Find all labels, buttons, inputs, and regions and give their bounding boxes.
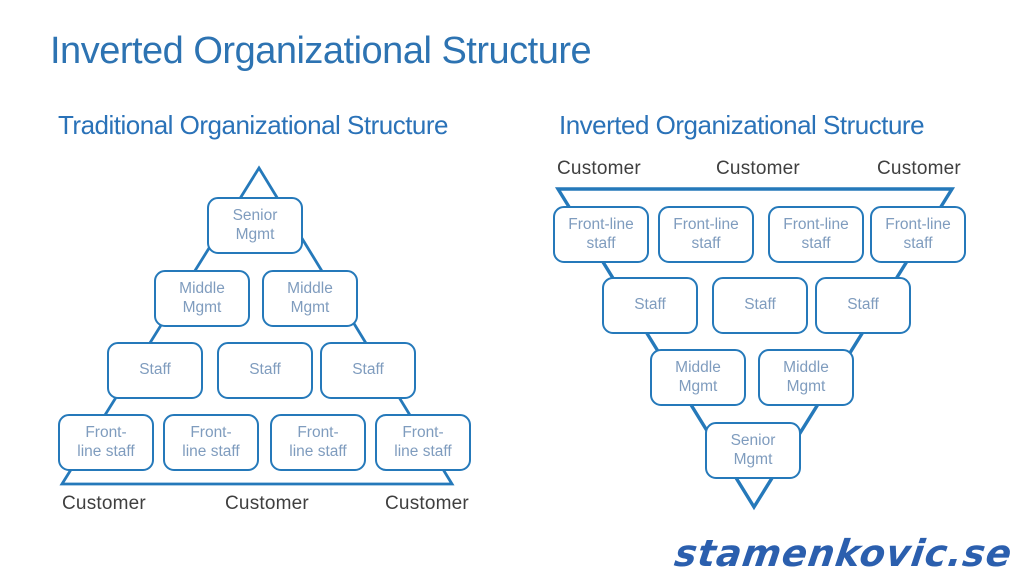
node-trad-frontline-4: Front- line staff — [375, 414, 471, 471]
trad-customer-label-2: Customer — [225, 493, 309, 514]
node-trad-staff-1: Staff — [107, 342, 203, 399]
node-inv-frontline-1: Front-line staff — [553, 206, 649, 263]
node-inv-frontline-4: Front-line staff — [870, 206, 966, 263]
node-inv-middle-mgmt-1: Middle Mgmt — [650, 349, 746, 406]
node-trad-middle-mgmt-2: Middle Mgmt — [262, 270, 358, 327]
node-trad-frontline-2: Front- line staff — [163, 414, 259, 471]
node-trad-staff-3: Staff — [320, 342, 416, 399]
node-trad-staff-2: Staff — [217, 342, 313, 399]
traditional-subtitle: Traditional Organizational Structure — [58, 110, 449, 140]
node-trad-frontline-1: Front- line staff — [58, 414, 154, 471]
page-title: Inverted Organizational Structure — [50, 30, 592, 72]
node-inv-frontline-2: Front-line staff — [658, 206, 754, 263]
inv-customer-label-1: Customer — [557, 158, 641, 179]
node-trad-middle-mgmt-1: Middle Mgmt — [154, 270, 250, 327]
inv-customer-label-3: Customer — [877, 158, 961, 179]
node-inv-middle-mgmt-2: Middle Mgmt — [758, 349, 854, 406]
node-inv-staff-1: Staff — [602, 277, 698, 334]
node-inv-staff-2: Staff — [712, 277, 808, 334]
trad-customer-label-3: Customer — [385, 493, 469, 514]
node-trad-frontline-3: Front- line staff — [270, 414, 366, 471]
node-inv-senior-mgmt: Senior Mgmt — [705, 422, 801, 479]
node-inv-staff-3: Staff — [815, 277, 911, 334]
inv-customer-label-2: Customer — [716, 158, 800, 179]
trad-customer-label-1: Customer — [62, 493, 146, 514]
node-trad-senior-mgmt: Senior Mgmt — [207, 197, 303, 254]
node-inv-frontline-3: Front-line staff — [768, 206, 864, 263]
inverted-subtitle: Inverted Organizational Structure — [559, 110, 925, 140]
watermark-signature: stamenkovic.se — [671, 532, 1016, 575]
